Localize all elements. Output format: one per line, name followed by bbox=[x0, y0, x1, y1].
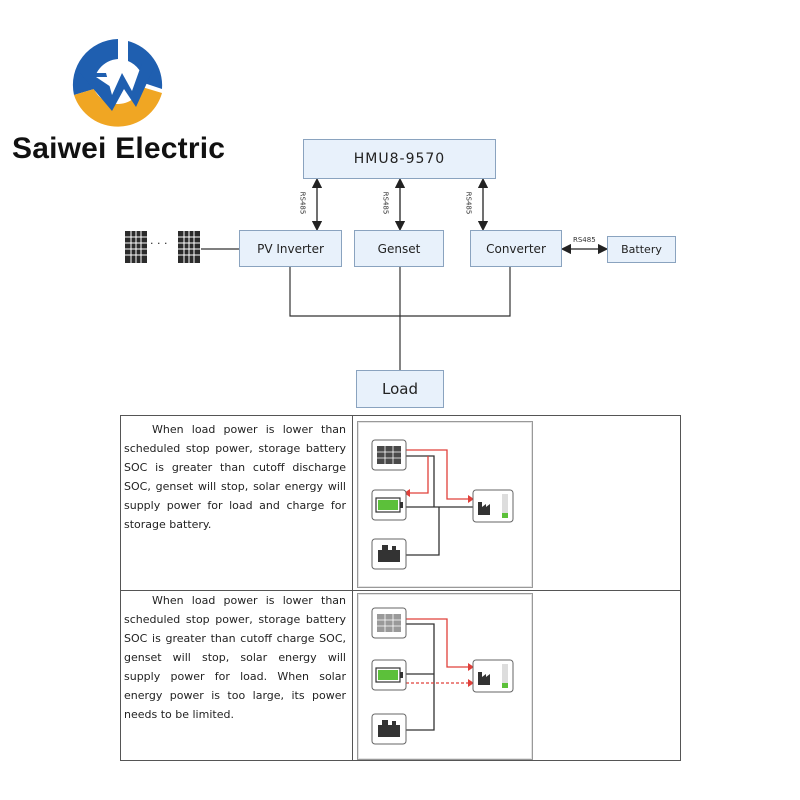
table-row-divider bbox=[120, 590, 680, 591]
mode-1-flow-diagram bbox=[371, 439, 514, 570]
saiwei-logo-icon bbox=[72, 39, 163, 127]
table-right-border bbox=[680, 415, 681, 761]
load-factory-icon bbox=[472, 489, 514, 523]
brand-name: Saiwei Electric bbox=[12, 132, 226, 165]
table-left-border bbox=[120, 415, 121, 761]
rs485-label-pv: RS485 bbox=[298, 191, 307, 215]
table-col-divider bbox=[352, 415, 353, 761]
solar-panel-icon bbox=[371, 607, 407, 639]
load-box: Load bbox=[356, 370, 444, 408]
system-connectors bbox=[125, 177, 609, 370]
battery-icon bbox=[371, 659, 407, 691]
battery-box: Battery bbox=[607, 236, 676, 263]
battery-icon bbox=[371, 489, 407, 521]
converter-box: Converter bbox=[470, 230, 562, 267]
rs485-label-battery: RS485 bbox=[573, 236, 596, 244]
table-bottom-border bbox=[120, 760, 680, 761]
genset-box: Genset bbox=[354, 230, 444, 267]
genset-icon bbox=[371, 538, 407, 570]
pv-inverter-box: PV Inverter bbox=[239, 230, 342, 267]
solar-array-icon bbox=[125, 231, 200, 263]
mode-2-flow-panel bbox=[357, 593, 533, 760]
mode-1-description: When load power is lower than scheduled … bbox=[124, 423, 346, 531]
solar-separator: · · · bbox=[150, 237, 168, 250]
mode-1-flow-panel bbox=[357, 421, 533, 588]
table-top-border bbox=[120, 415, 680, 416]
rs485-label-converter: RS485 bbox=[464, 191, 473, 215]
genset-icon bbox=[371, 713, 407, 745]
rs485-label-genset: RS485 bbox=[381, 191, 390, 215]
solar-panel-icon bbox=[371, 439, 407, 471]
mode-2-description: When load power is lower than scheduled … bbox=[124, 594, 346, 721]
load-factory-icon bbox=[472, 659, 514, 693]
controller-box: HMU8-9570 bbox=[303, 139, 496, 179]
mode-2-flow-diagram bbox=[371, 607, 514, 745]
